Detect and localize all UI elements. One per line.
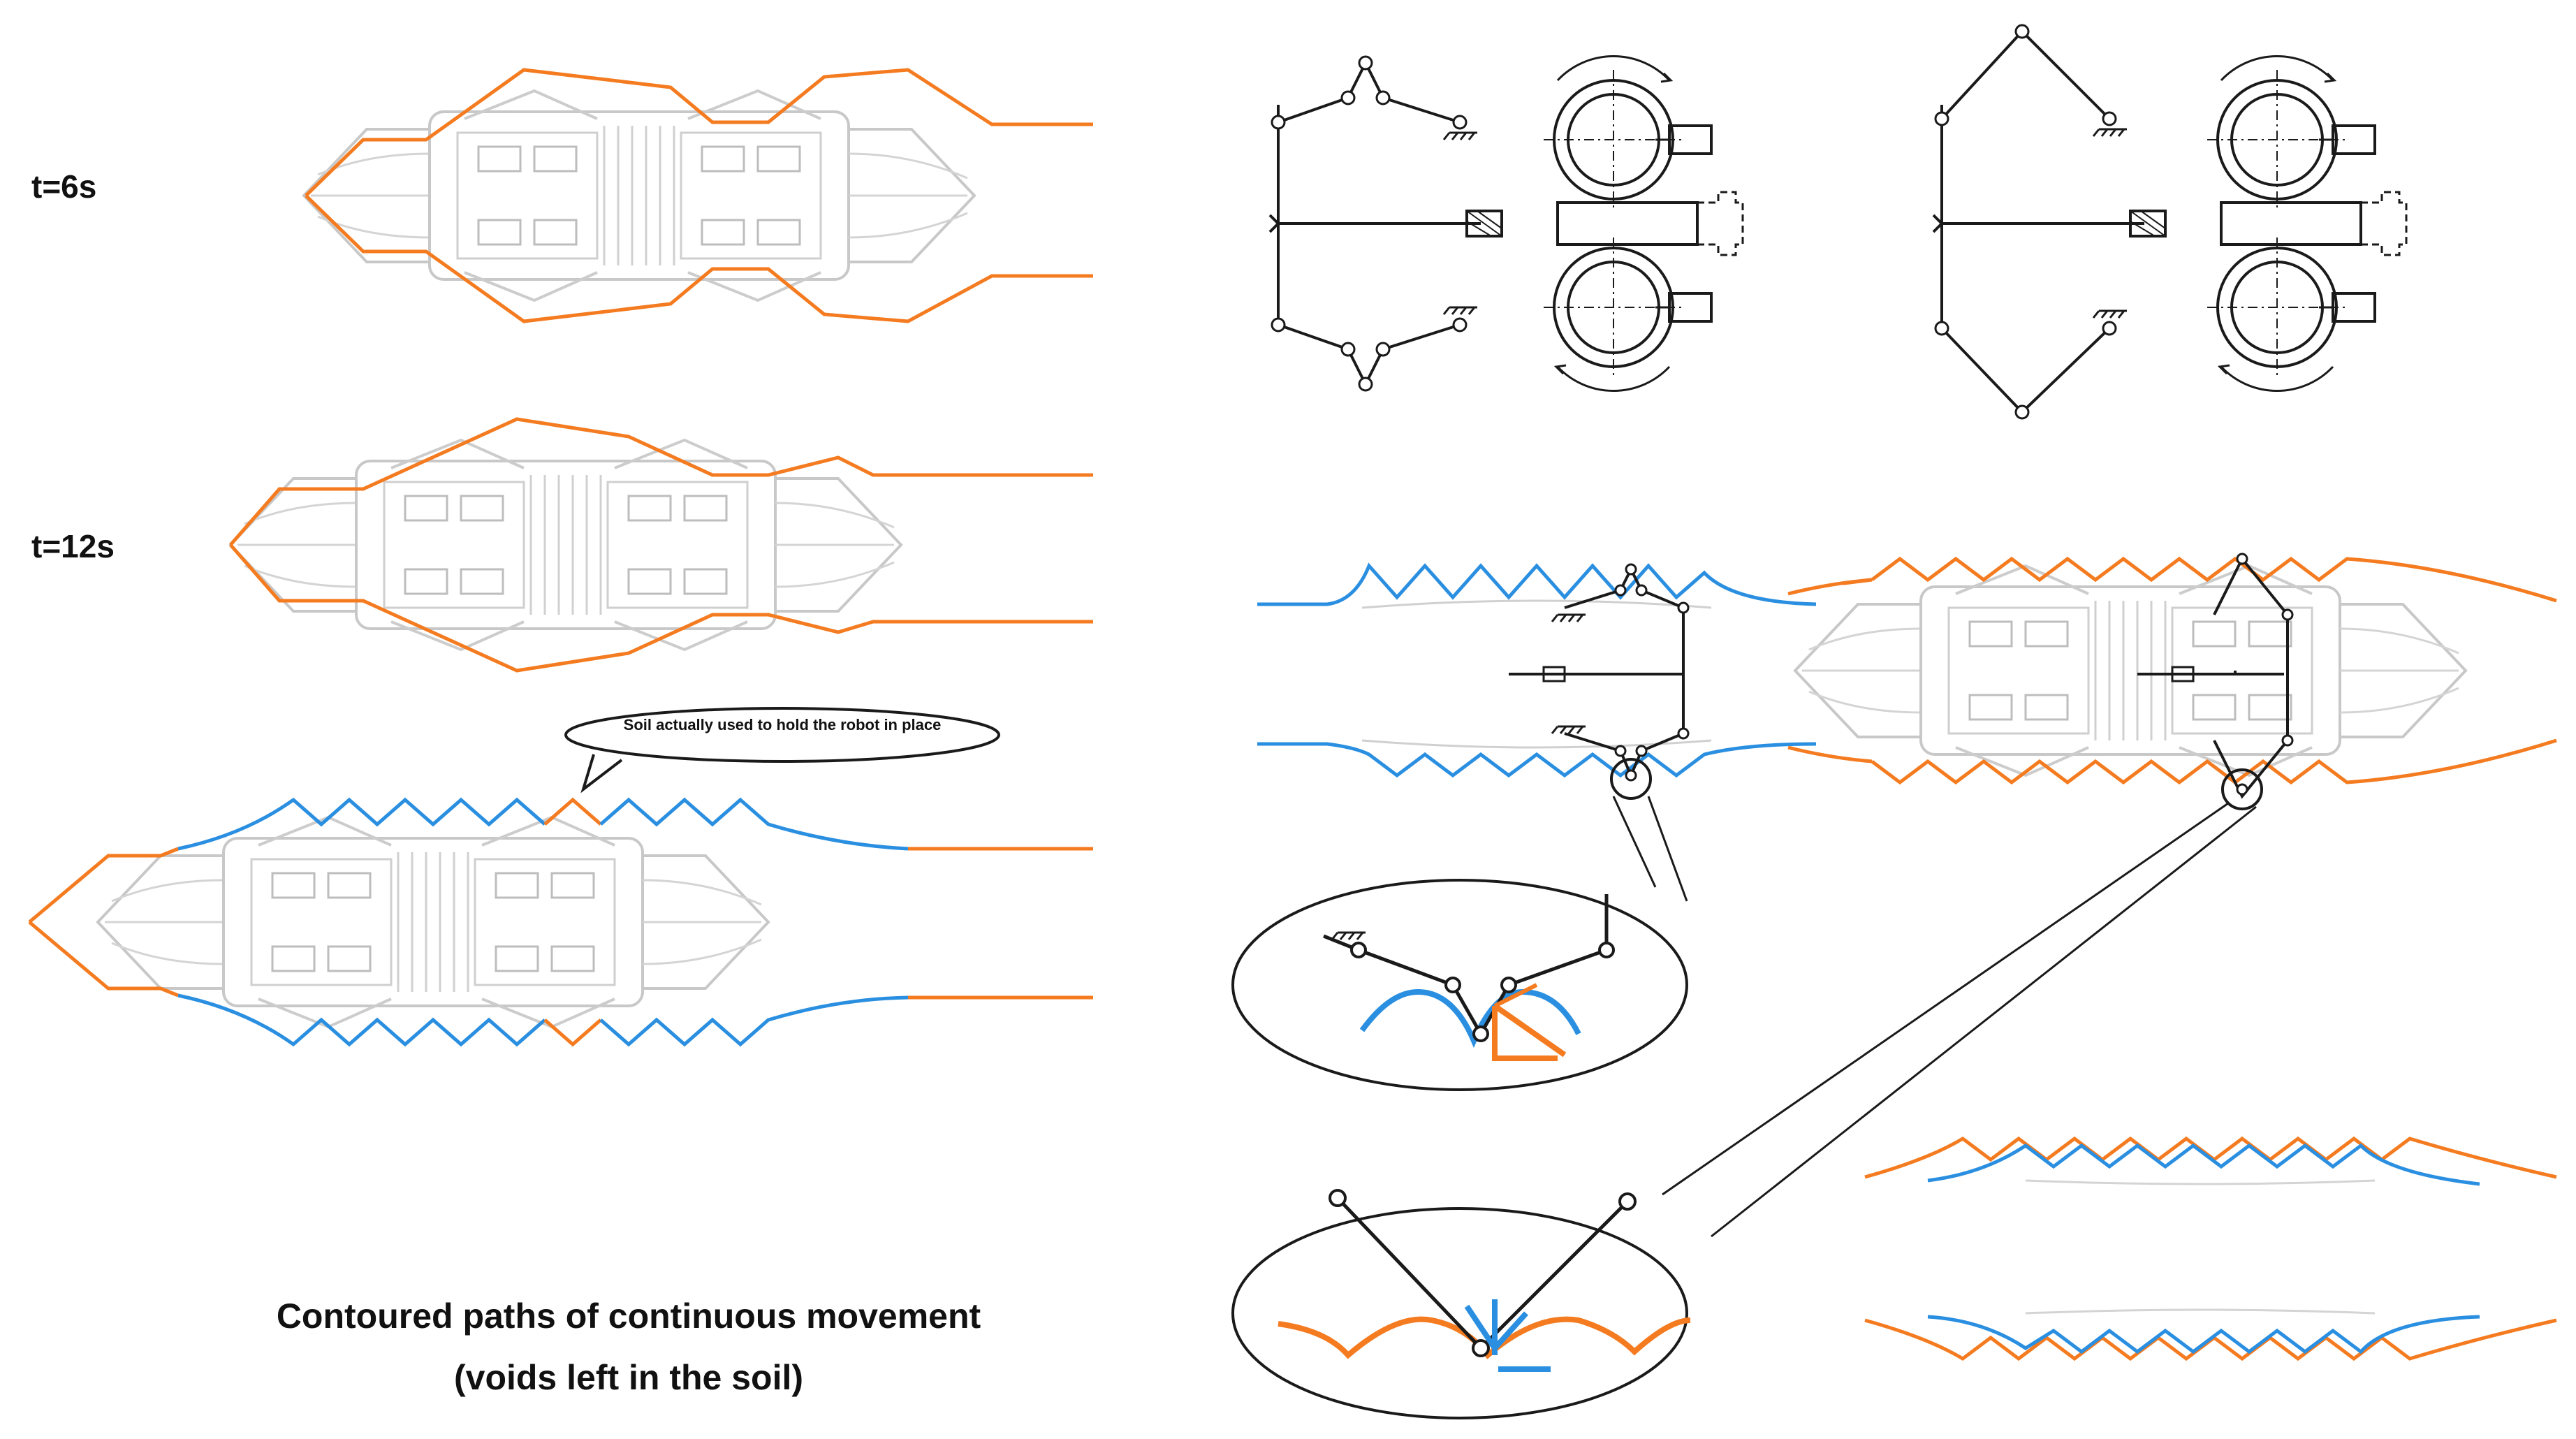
figure-caption: Contoured paths of continuous movement (… xyxy=(0,1285,1257,1408)
caption-line-1: Contoured paths of continuous movement xyxy=(276,1296,981,1336)
blue-contour-mechanism xyxy=(1257,562,1817,800)
contour-pair-lower xyxy=(1864,1308,2557,1361)
robot-frame-soil-contour xyxy=(28,797,1093,1047)
mechanism-extended xyxy=(1932,24,2408,420)
mechanism-retracted xyxy=(1268,54,1744,393)
zoom-detail-orange xyxy=(1231,802,2257,1419)
zoom-detail-blue xyxy=(1231,796,1688,1091)
time-label-12s: t=12s xyxy=(31,528,115,564)
contour-pair-upper xyxy=(1864,1136,2557,1186)
caption-line-2: (voids left in the soil) xyxy=(453,1358,804,1397)
soil-callout-text: Soil actually used to hold the robot in … xyxy=(623,716,942,733)
time-label-6s: t=6s xyxy=(31,168,97,205)
soil-callout-bubble xyxy=(564,707,1000,794)
orange-contour-robot xyxy=(1787,553,2557,810)
robot-frame-t6 xyxy=(302,68,1093,323)
robot-frame-t12 xyxy=(229,417,1093,673)
